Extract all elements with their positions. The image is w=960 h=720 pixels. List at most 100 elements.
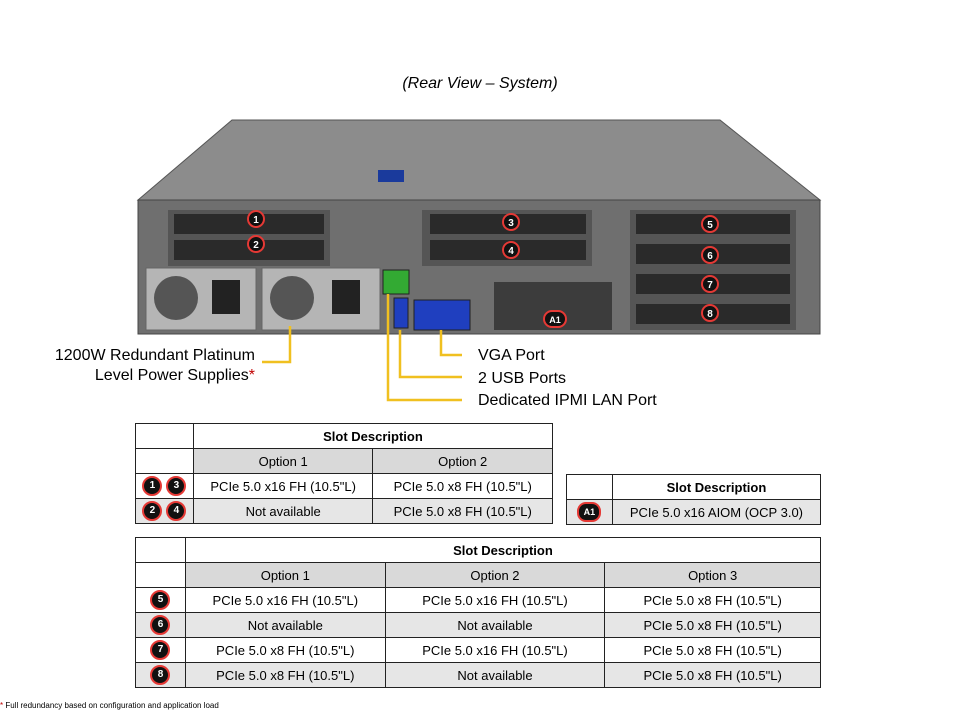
- table-row: 7 PCIe 5.0 x8 FH (10.5"L) PCIe 5.0 x16 F…: [135, 637, 821, 663]
- table-row: 8 PCIe 5.0 x8 FH (10.5"L) Not available …: [135, 662, 821, 688]
- svg-text:5: 5: [707, 220, 713, 231]
- slot-2-badge: 2: [142, 501, 163, 521]
- table3-row3-opt3: PCIe 5.0 x8 FH (10.5"L): [604, 637, 821, 663]
- table-row: A1 PCIe 5.0 x16 AIOM (OCP 3.0): [566, 499, 822, 525]
- psu-1-fan-icon: [154, 276, 198, 320]
- table3-row4-opt3: PCIe 5.0 x8 FH (10.5"L): [604, 662, 821, 688]
- usb-callout-line: [398, 330, 462, 379]
- table3-row1-opt2: PCIe 5.0 x16 FH (10.5"L): [384, 587, 606, 613]
- slot-4-badge: 4: [166, 501, 187, 521]
- table1-row1-opt2: PCIe 5.0 x8 FH (10.5"L): [372, 473, 553, 499]
- svg-text:2: 2: [253, 240, 259, 251]
- table2-title: Slot Description: [611, 474, 822, 500]
- psu-callout-line1: 1200W Redundant Platinum: [54, 347, 255, 364]
- table3-row2-badge-cell: 6: [135, 612, 186, 638]
- table3-row3-badge-cell: 7: [135, 637, 186, 663]
- usb-ports: [393, 297, 409, 329]
- table3-row4-opt1: PCIe 5.0 x8 FH (10.5"L): [184, 662, 386, 688]
- table3-option-3-header: Option 3: [604, 562, 821, 588]
- vga-callout-label: VGA Port: [478, 347, 545, 364]
- marker-7: 7: [701, 275, 719, 293]
- table1-option-2-header: Option 2: [372, 448, 553, 474]
- ipmi-lan-port: [382, 269, 410, 295]
- psu-callout-line2: Level Power Supplies: [94, 367, 249, 384]
- marker-1: 1: [247, 210, 265, 228]
- table2-row1-value: PCIe 5.0 x16 AIOM (OCP 3.0): [611, 499, 822, 525]
- slot-5-badge: 5: [150, 590, 171, 610]
- table1-row2-opt1: Not available: [192, 498, 374, 524]
- table1-corner-2: [135, 448, 194, 474]
- table1-title: Slot Description: [192, 423, 554, 449]
- marker-3: 3: [502, 213, 520, 231]
- table3-row1-opt1: PCIe 5.0 x16 FH (10.5"L): [184, 587, 386, 613]
- table2-row1-badge-cell: A1: [566, 499, 613, 525]
- table3-row4-badge-cell: 8: [135, 662, 186, 688]
- slot-2-bracket: [174, 240, 324, 260]
- table-row: 6 Not available Not available PCIe 5.0 x…: [135, 612, 821, 638]
- slot-table-5-8: Slot Description Option 1 Option 2 Optio…: [135, 537, 822, 688]
- svg-text:6: 6: [707, 251, 713, 262]
- psu-1-inlet: [212, 280, 240, 314]
- table3-row3-opt2: PCIe 5.0 x16 FH (10.5"L): [384, 637, 606, 663]
- slot-markers: 1 2 3 4 5 6 7 8 A1: [247, 210, 719, 328]
- table1-option-1-header: Option 1: [192, 448, 374, 474]
- svg-text:1: 1: [253, 215, 259, 226]
- table3-title: Slot Description: [184, 537, 822, 563]
- svg-text:3: 3: [508, 218, 514, 229]
- slot-7-badge: 7: [150, 640, 171, 660]
- psu-callout-star: *: [248, 367, 255, 384]
- psu-callout-label: 1200W Redundant Platinum Level Power Sup…: [55, 346, 255, 386]
- table3-row1-badge-cell: 5: [135, 587, 186, 613]
- chassis-latch: [378, 170, 404, 182]
- table3-row4-opt2: Not available: [384, 662, 606, 688]
- table3-row2-opt1: Not available: [184, 612, 386, 638]
- slot-8-badge: 8: [150, 665, 171, 685]
- psu-2-inlet: [332, 280, 360, 314]
- ipmi-callout-line: [386, 294, 462, 402]
- slot-table-a1: Slot Description A1 PCIe 5.0 x16 AIOM (O…: [566, 474, 822, 525]
- table-row: 5 PCIe 5.0 x16 FH (10.5"L) PCIe 5.0 x16 …: [135, 587, 821, 613]
- table3-corner: [135, 537, 186, 563]
- usb-callout-label: 2 USB Ports: [478, 370, 567, 387]
- marker-2: 2: [247, 235, 265, 253]
- svg-text:8: 8: [707, 309, 713, 320]
- vga-port: [413, 299, 471, 331]
- footnote: * Full redundancy based on configuration…: [0, 701, 219, 710]
- slot-3-badge: 3: [166, 476, 187, 496]
- marker-8: 8: [701, 304, 719, 322]
- psu-callout-line: [262, 326, 292, 364]
- marker-4: 4: [502, 241, 520, 259]
- footnote-star: *: [0, 701, 4, 710]
- callout-lines: [262, 294, 462, 402]
- psu-2-fan-icon: [270, 276, 314, 320]
- slot-a1-badge: A1: [577, 502, 602, 522]
- table3-option-2-header: Option 2: [384, 562, 606, 588]
- footnote-text: Full redundancy based on configuration a…: [3, 701, 219, 710]
- vga-callout-line: [439, 330, 462, 357]
- marker-5: 5: [701, 215, 719, 233]
- table3-row2-opt2: Not available: [384, 612, 606, 638]
- chassis-top-lid: [136, 119, 822, 201]
- figure-caption: (Rear View – System): [402, 75, 558, 92]
- svg-text:A1: A1: [549, 315, 561, 325]
- table3-corner-2: [135, 562, 186, 588]
- table3-row3-opt1: PCIe 5.0 x8 FH (10.5"L): [184, 637, 386, 663]
- table2-corner: [566, 474, 613, 500]
- table1-row1-opt1: PCIe 5.0 x16 FH (10.5"L): [192, 473, 374, 499]
- svg-text:4: 4: [508, 246, 514, 257]
- slot-1-badge: 1: [142, 476, 163, 496]
- ipmi-callout-label: Dedicated IPMI LAN Port: [478, 392, 657, 409]
- table1-corner: [135, 423, 194, 449]
- slot-6-badge: 6: [150, 615, 171, 635]
- table3-row2-opt3: PCIe 5.0 x8 FH (10.5"L): [604, 612, 821, 638]
- marker-a1: A1: [543, 310, 567, 328]
- table3-option-1-header: Option 1: [184, 562, 386, 588]
- marker-6: 6: [701, 246, 719, 264]
- table3-row1-opt3: PCIe 5.0 x8 FH (10.5"L): [604, 587, 821, 613]
- svg-text:7: 7: [707, 280, 713, 291]
